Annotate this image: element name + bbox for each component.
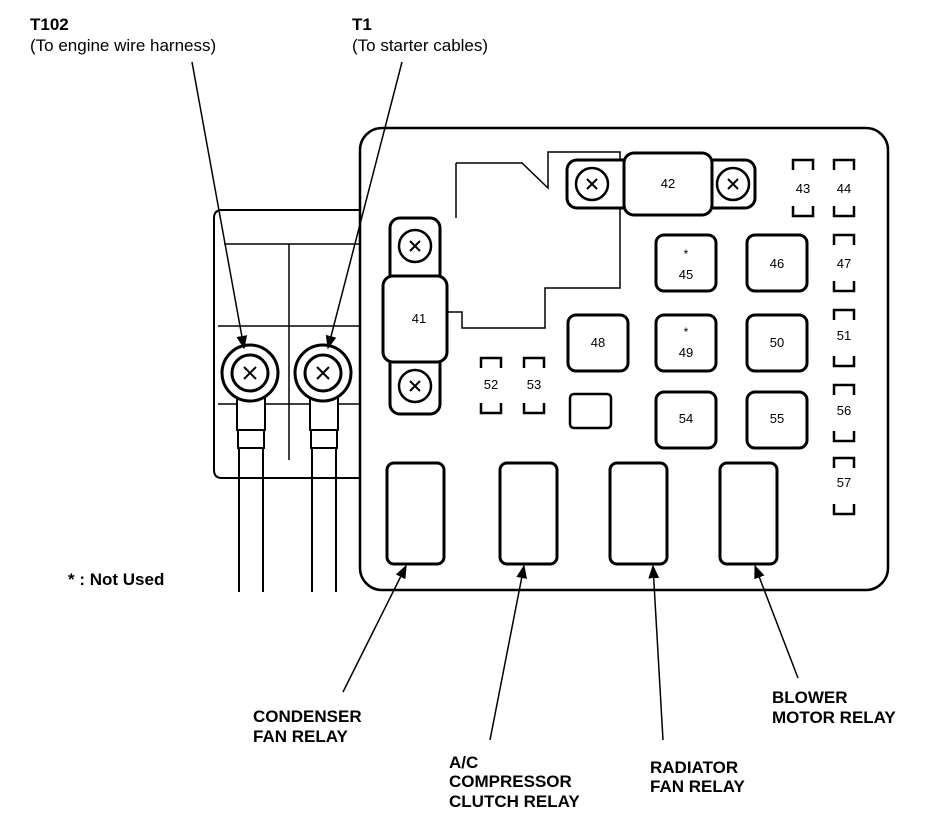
- t1-terminal: [293, 343, 353, 431]
- t102-leader-arrow: [191, 61, 248, 350]
- ac-relay-arrow: [489, 564, 527, 741]
- blower-motor-relay: [718, 461, 779, 566]
- ac-caption-line-2: COMPRESSOR: [449, 772, 572, 791]
- fuse-52: 52: [479, 356, 503, 415]
- fuse-54: 54: [654, 390, 718, 450]
- fuse-49-label: 49: [679, 345, 693, 360]
- fuse-44: 44: [832, 158, 856, 218]
- fuse-54-label: 54: [679, 411, 693, 426]
- condenser-caption-line-2: FAN RELAY: [253, 727, 348, 746]
- fuse-43: 43: [791, 158, 815, 218]
- fuse-53-label: 53: [527, 377, 541, 392]
- fuse-50-label: 50: [770, 335, 784, 350]
- fuse-57-label: 57: [837, 475, 851, 490]
- fuse-48: 48: [566, 313, 630, 373]
- blower-caption-line-2: MOTOR RELAY: [772, 708, 896, 727]
- fuse-box-outline: [358, 126, 890, 592]
- fuse-52-label: 52: [484, 377, 498, 392]
- fuse-57: 57: [832, 456, 856, 516]
- fuse-55-label: 55: [770, 411, 784, 426]
- not-used-legend: * : Not Used: [68, 570, 164, 589]
- t102-terminal: [220, 343, 280, 431]
- fuse-47: 47: [832, 233, 856, 293]
- fuse-56-label: 56: [837, 403, 851, 418]
- empty-slot: [568, 392, 613, 430]
- blower-motor-relay-caption: BLOWER MOTOR RELAY: [772, 688, 896, 727]
- condenser-fan-relay: [385, 461, 446, 566]
- fuse-53: 53: [522, 356, 546, 415]
- fuse-55: 55: [745, 390, 809, 450]
- blower-caption-line-1: BLOWER: [772, 688, 848, 707]
- fuse-49: * 49: [654, 313, 718, 373]
- fuse-48-label: 48: [591, 335, 605, 350]
- radiator-caption-line-2: FAN RELAY: [650, 777, 745, 796]
- fuse-41: 41: [381, 216, 449, 416]
- fuse-44-label: 44: [837, 181, 851, 196]
- fuse-42-label: 42: [661, 176, 675, 191]
- fuse-45-label: 45: [679, 267, 693, 282]
- fuse-41-label: 41: [412, 311, 426, 326]
- fuse-42: 42: [565, 151, 757, 217]
- t1-cable: [310, 429, 338, 592]
- t102-cable: [237, 429, 265, 592]
- condenser-fan-relay-caption: CONDENSER FAN RELAY: [253, 707, 362, 746]
- t1-leader-arrow: [325, 61, 403, 350]
- t102-label: T102: [30, 15, 69, 34]
- t102-description: (To engine wire harness): [30, 36, 216, 55]
- condenser-caption-line-1: CONDENSER: [253, 707, 362, 726]
- radiator-fan-relay: [608, 461, 669, 566]
- terminal-housing: [213, 209, 360, 479]
- radiator-fan-relay-caption: RADIATOR FAN RELAY: [650, 758, 745, 796]
- condenser-relay-arrow: [342, 564, 407, 693]
- radiator-caption-line-1: RADIATOR: [650, 758, 738, 777]
- ac-compressor-clutch-relay: [498, 461, 559, 566]
- fuse-51: 51: [832, 308, 856, 368]
- fuse-51-label: 51: [837, 328, 851, 343]
- fuse-45: * 45: [654, 233, 718, 293]
- t1-description: (To starter cables): [352, 36, 488, 55]
- fuse-49-not-used-marker: *: [684, 325, 689, 339]
- fuse-47-label: 47: [837, 256, 851, 271]
- blower-relay-arrow: [754, 564, 799, 679]
- ac-caption-line-3: CLUTCH RELAY: [449, 792, 580, 811]
- ac-compressor-clutch-relay-caption: A/C COMPRESSOR CLUTCH RELAY: [449, 753, 580, 811]
- fuse-box-inner-contour: [447, 151, 621, 329]
- fuse-56: 56: [832, 383, 856, 443]
- fuse-46-label: 46: [770, 256, 784, 271]
- fuse-45-not-used-marker: *: [684, 247, 689, 261]
- fuse-50: 50: [745, 313, 809, 373]
- t1-label: T1: [352, 15, 372, 34]
- fuse-46: 46: [745, 233, 809, 293]
- radiator-relay-arrow: [648, 564, 664, 741]
- fuse-43-label: 43: [796, 181, 810, 196]
- ac-caption-line-1: A/C: [449, 753, 478, 772]
